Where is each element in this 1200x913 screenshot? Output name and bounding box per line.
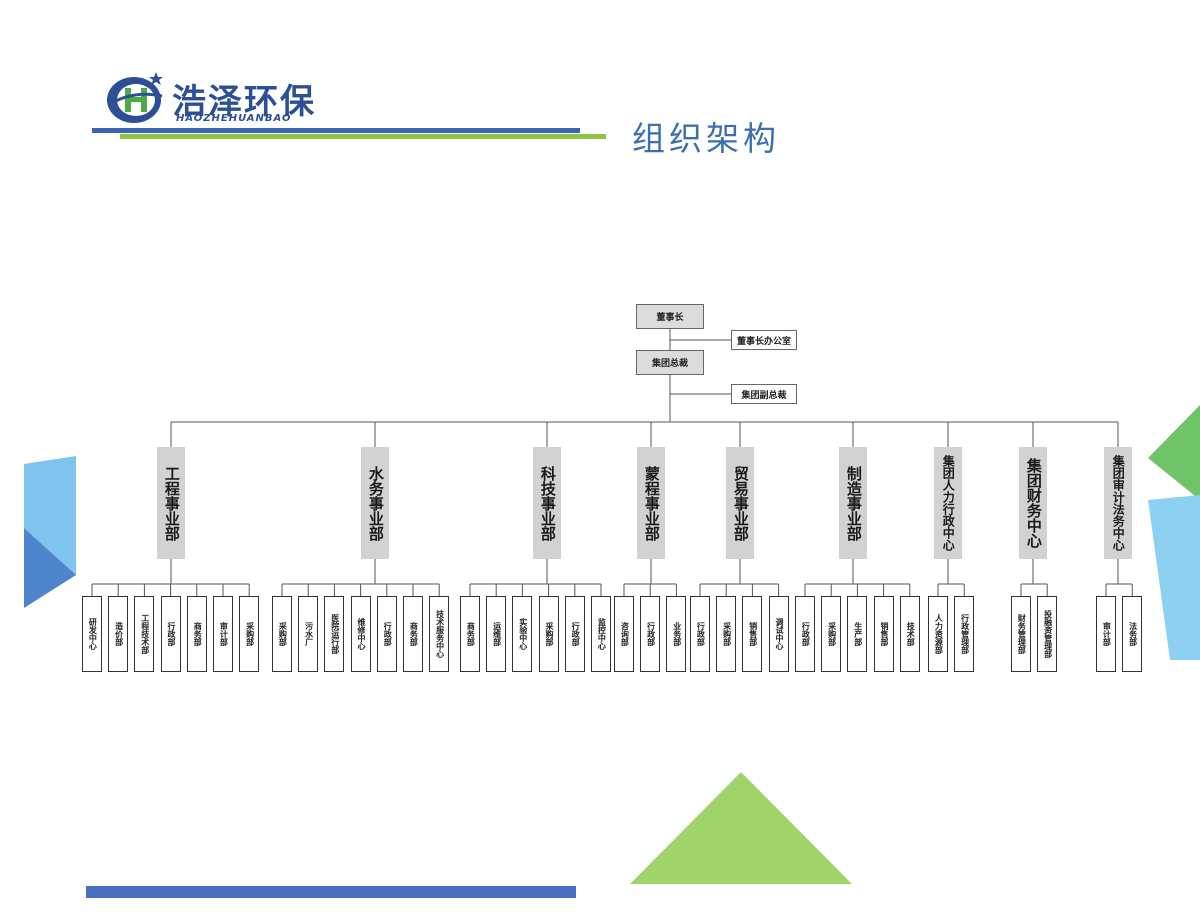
unit-box: 业务部	[666, 596, 687, 672]
chairman-box: 董事长	[636, 304, 704, 329]
unit-box: 采购部	[239, 596, 260, 672]
header-blue-bar	[92, 128, 580, 133]
unit-box: 技术部	[899, 596, 920, 672]
unit-box: 维修中心	[350, 596, 371, 672]
right-light-blue-shape	[1148, 495, 1200, 660]
unit-box: 投融资管理部	[1037, 596, 1058, 672]
dept-box-1: 水务事业部	[361, 447, 389, 559]
brand-name: 浩泽环保	[172, 82, 316, 122]
dept-box-2: 科技事业部	[533, 447, 561, 559]
unit-box: 造价部	[108, 596, 129, 672]
right-green-shape	[1148, 405, 1200, 500]
unit-box: 销售部	[742, 596, 763, 672]
unit-box: 人力资源部	[928, 596, 948, 672]
unit-box: 研发中心	[82, 596, 102, 672]
unit-box: 财务管理部	[1011, 596, 1031, 672]
unit-box: 行政管理部	[954, 596, 975, 672]
unit-box: 采购部	[821, 596, 842, 672]
dept-box-8: 集团审计法务中心	[1104, 447, 1132, 559]
vice-president-box: 集团副总裁	[731, 384, 797, 404]
unit-box: 运维部	[486, 596, 507, 672]
footer-blue-bar	[86, 886, 576, 898]
dept-box-7: 集团财务中心	[1019, 447, 1047, 559]
unit-box: 调试中心	[768, 596, 789, 672]
dept-box-0: 工程事业部	[157, 447, 185, 559]
president-box: 集团总裁	[636, 350, 704, 375]
unit-box: 审计部	[1096, 596, 1116, 672]
unit-box: 行政部	[376, 596, 397, 672]
unit-box: 实验中心	[512, 596, 533, 672]
unit-box: 行政部	[160, 596, 181, 672]
unit-box: 法务部	[1122, 596, 1143, 672]
page-title: 组织架构	[632, 119, 780, 158]
unit-box: 审计部	[213, 596, 233, 672]
unit-box: 采购部	[716, 596, 737, 672]
unit-box: 采购部	[272, 596, 292, 672]
unit-box: 行政部	[795, 596, 815, 672]
left-light-blue-shape	[24, 456, 76, 575]
brand-romanized: HAOZHEHUANBAO	[176, 113, 292, 124]
unit-box: 生产部	[847, 596, 868, 672]
unit-box: 污水厂	[298, 596, 319, 672]
unit-box: 行政部	[690, 596, 710, 672]
unit-box: 技术服务中心	[429, 596, 450, 672]
header-green-bar	[120, 134, 606, 139]
unit-box: 采购部	[538, 596, 559, 672]
bottom-green-triangle	[630, 772, 852, 884]
dept-box-4: 贸易事业部	[726, 447, 754, 559]
dept-box-6: 集团人力行政中心	[934, 447, 962, 559]
logo-icon	[107, 72, 163, 123]
unit-box: 商务部	[460, 596, 480, 672]
unit-box: 行政部	[564, 596, 585, 672]
unit-box: 商务部	[186, 596, 207, 672]
unit-box: 行政部	[640, 596, 661, 672]
chairman-office-box: 董事长办公室	[731, 330, 797, 350]
left-dark-blue-shape	[24, 528, 76, 608]
unit-box: 工程技术部	[134, 596, 155, 672]
unit-box: 商务部	[403, 596, 423, 672]
unit-box: 监控中心	[591, 596, 611, 672]
dept-box-3: 蒙程事业部	[637, 447, 665, 559]
dept-box-5: 制造事业部	[839, 447, 867, 559]
unit-box: 咨询部	[614, 596, 634, 672]
unit-box: 医院运行部	[324, 596, 345, 672]
unit-box: 销售部	[873, 596, 894, 672]
